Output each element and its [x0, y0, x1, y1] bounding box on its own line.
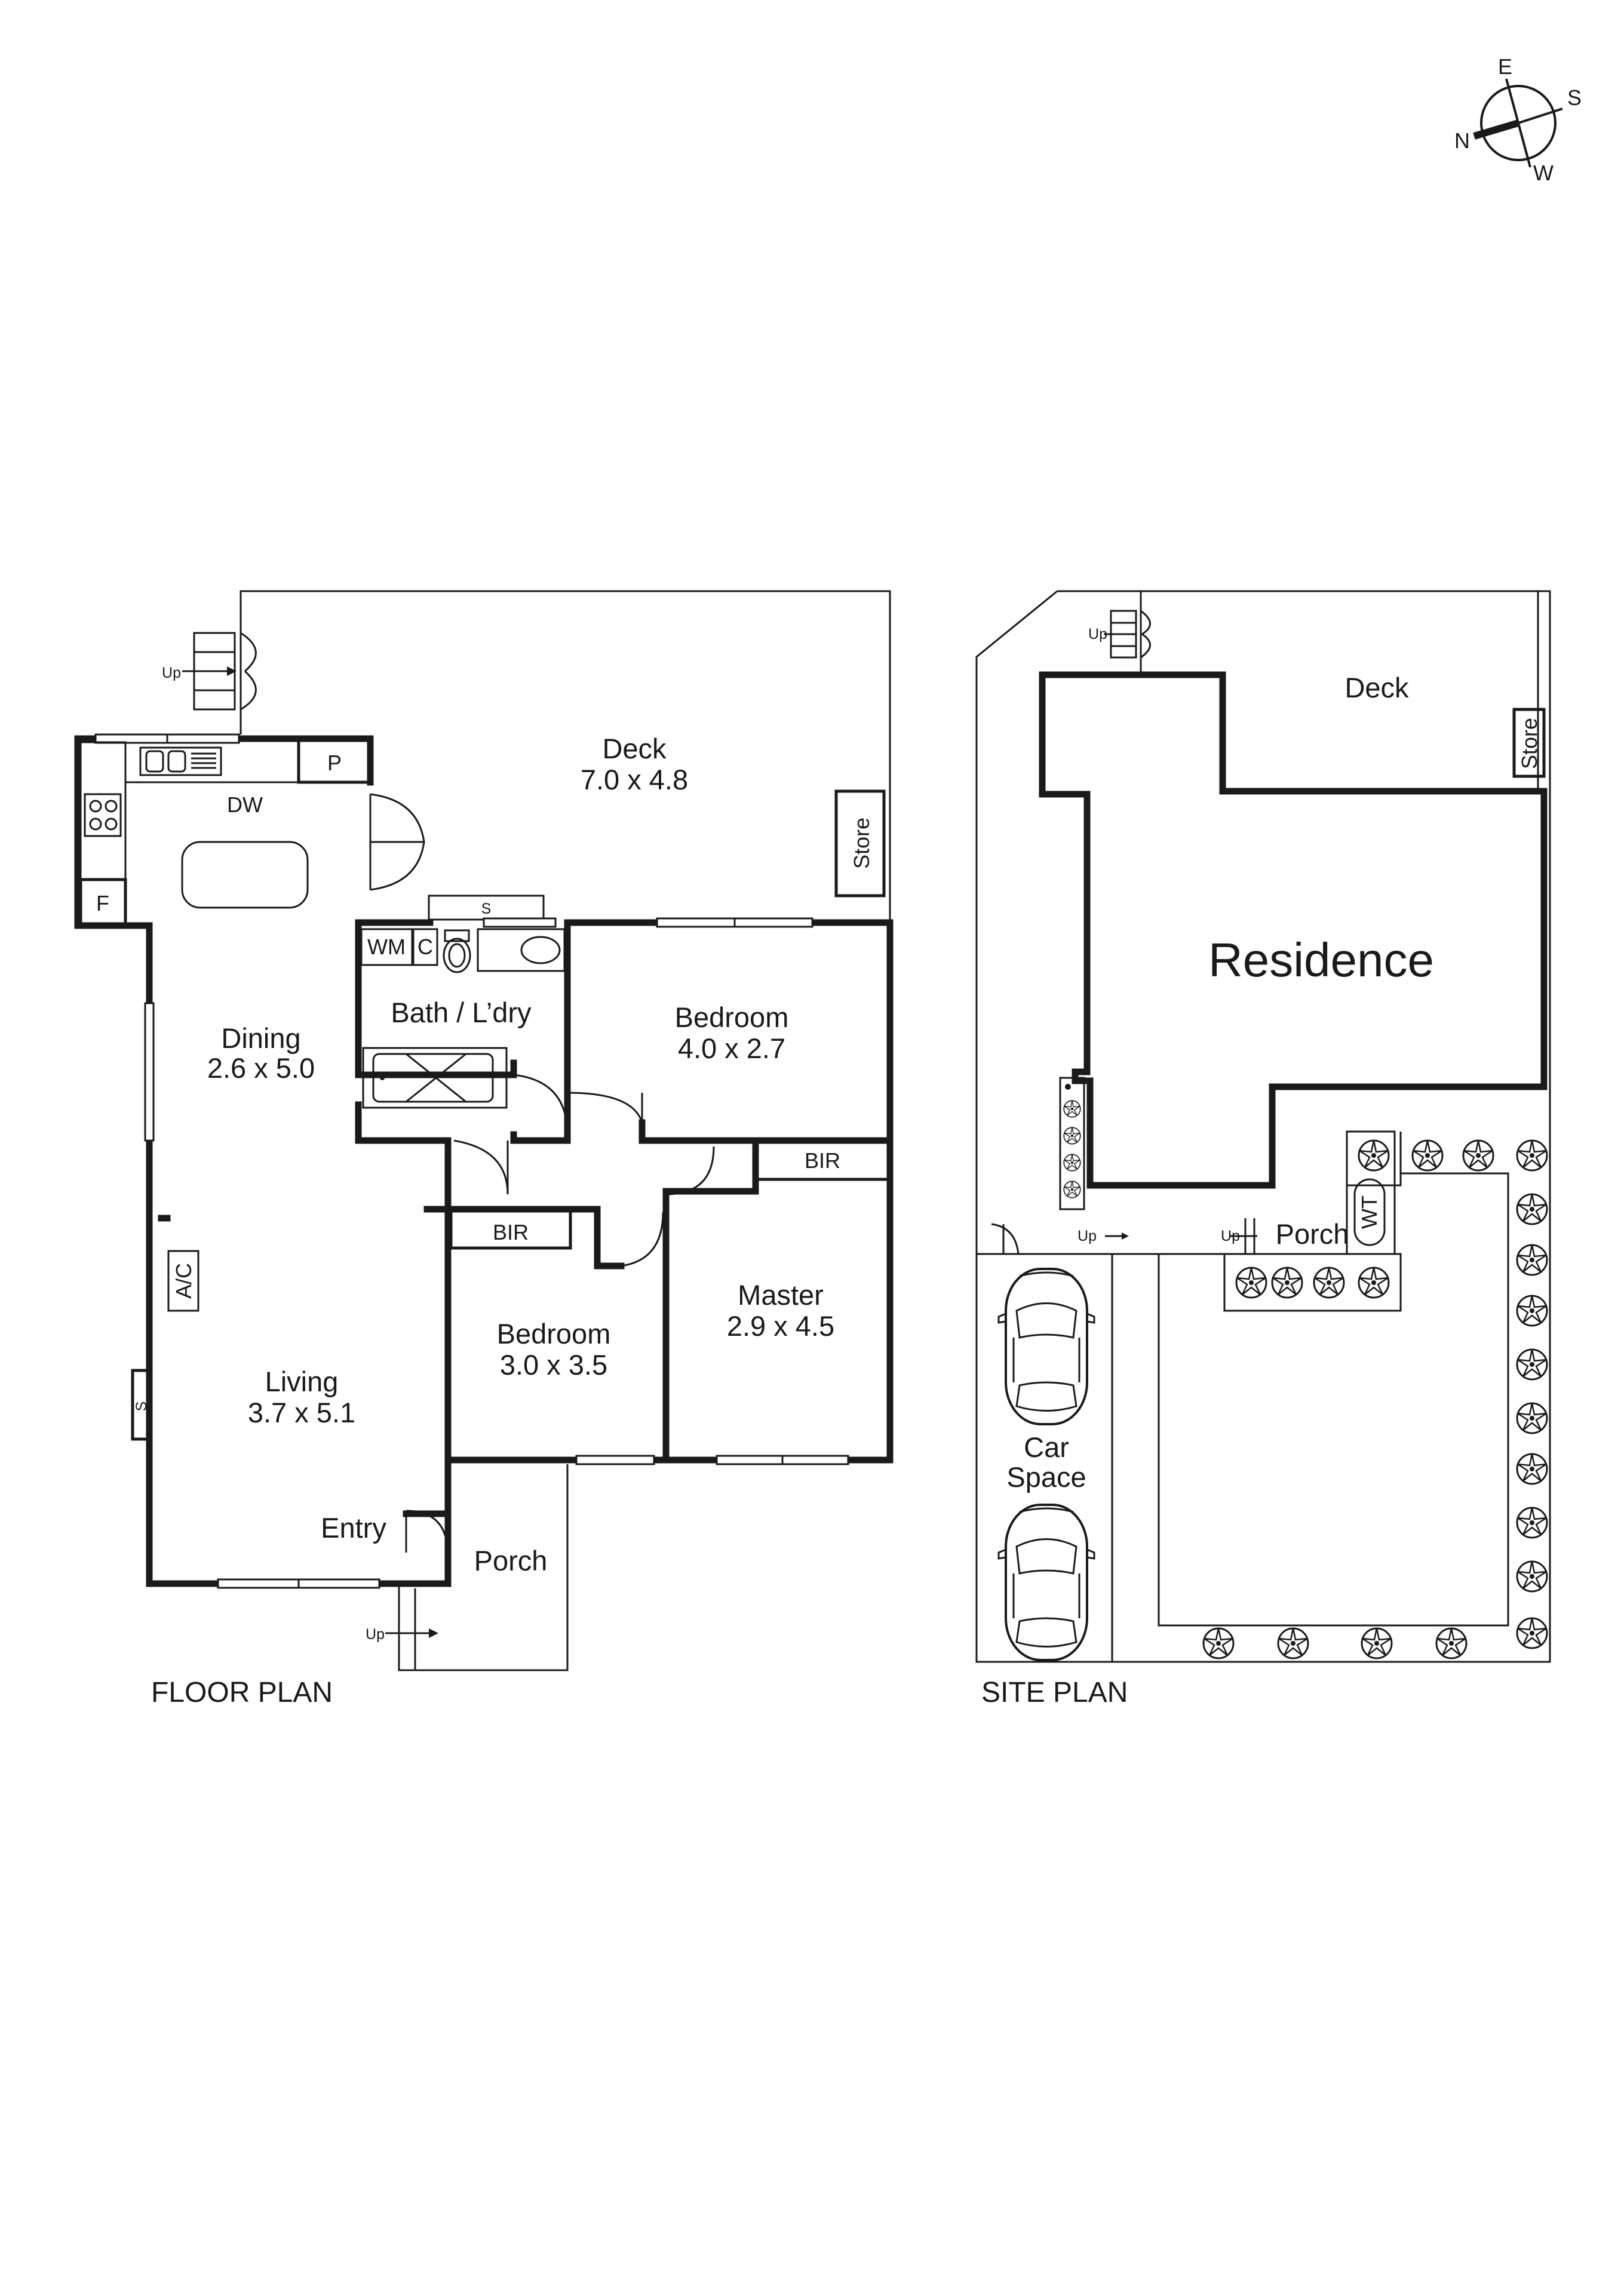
- site-plan-title: SITE PLAN: [981, 1677, 1128, 1708]
- deck-outline: [240, 590, 891, 923]
- dishwasher-label: DW: [227, 792, 263, 817]
- basin: [477, 928, 566, 972]
- site-plan: Up Residence Store Deck WT Porch Up: [975, 590, 1551, 1708]
- compass: N E S W: [1454, 54, 1582, 185]
- deck-s-label: S: [481, 900, 492, 917]
- compass-e: E: [1498, 54, 1512, 79]
- bath-window: [483, 917, 557, 928]
- deck-name: Deck: [602, 733, 667, 764]
- porch-up-label: Up: [366, 1626, 385, 1643]
- bath-name: Bath / L’dry: [391, 997, 532, 1028]
- porch-garden-bed: [1223, 1253, 1402, 1312]
- store-deck: [834, 789, 886, 898]
- pantry-label: P: [327, 751, 342, 775]
- bedroom2-bir-label: BIR: [493, 1220, 529, 1244]
- car-space-line2: Space: [1006, 1461, 1086, 1493]
- dining-window: [144, 1002, 155, 1142]
- site-up-label-3: Up: [1077, 1228, 1097, 1244]
- living-dims: 3.7 x 5.1: [248, 1397, 355, 1428]
- kitchen-sink: [139, 746, 222, 776]
- bedroom1-dims: 4.0 x 2.7: [678, 1032, 785, 1064]
- water-tank: [1353, 1178, 1386, 1246]
- car-space-line1: Car: [1024, 1431, 1069, 1463]
- ac-unit: [167, 1250, 199, 1312]
- bathtub: [362, 1047, 508, 1109]
- porch-outline: [398, 1464, 569, 1671]
- living-s-box: [131, 1369, 152, 1441]
- master-dims: 2.9 x 4.5: [727, 1310, 834, 1342]
- bedroom1-name: Bedroom: [675, 1001, 789, 1033]
- porch-steps: [385, 1588, 438, 1670]
- cupboard-c-label: C: [417, 935, 433, 959]
- site-boundary: [975, 590, 1551, 1663]
- compass-n: N: [1454, 128, 1470, 153]
- site-up-label-1: Up: [1088, 626, 1107, 643]
- bedroom2-window: [575, 1455, 655, 1465]
- compass-ns-needle-light: [1518, 107, 1563, 124]
- deck-double-doors: [369, 793, 425, 891]
- bath-walls: [355, 919, 571, 1138]
- bedroom2-name: Bedroom: [497, 1318, 611, 1350]
- pantry: [297, 739, 372, 784]
- washing-machine: [360, 928, 413, 966]
- porch-name: Porch: [474, 1545, 548, 1576]
- residence-label: Residence: [1208, 933, 1434, 986]
- floor-plan: Up F DW: [74, 590, 894, 1708]
- water-tank-label: WT: [1357, 1195, 1382, 1229]
- master-name: Master: [738, 1279, 824, 1311]
- site-porch-steps: [1230, 1218, 1257, 1254]
- floor-plan-title: FLOOR PLAN: [151, 1677, 333, 1708]
- compass-north-needle: [1473, 119, 1519, 140]
- deck-steps: [182, 632, 257, 711]
- site-store-label: Store: [1517, 718, 1542, 769]
- site-steps: [1104, 610, 1151, 659]
- kitchen-counter: [79, 741, 127, 881]
- residence-planter: [1059, 1077, 1085, 1210]
- car-1: [997, 1268, 1095, 1425]
- bath-door: [513, 1074, 569, 1135]
- living-name: Living: [265, 1366, 339, 1397]
- island-bench: [181, 841, 309, 909]
- bedroom2-door: [621, 1212, 664, 1267]
- site-porch-label: Porch: [1276, 1218, 1349, 1250]
- fridge-label: F: [96, 891, 109, 915]
- toilet: [443, 929, 471, 973]
- compass-s: S: [1567, 85, 1582, 110]
- yard-boundary: [1158, 1172, 1509, 1627]
- living-s-label: S: [133, 1401, 150, 1412]
- dining-dims: 2.6 x 5.0: [207, 1052, 315, 1084]
- hall-walls: [355, 1101, 894, 1144]
- bedroom1-door: [567, 1092, 643, 1123]
- deck-dims: 7.0 x 4.8: [581, 764, 688, 795]
- entry-name: Entry: [321, 1512, 386, 1544]
- compass-w: W: [1533, 161, 1554, 185]
- store-deck-label: Store: [849, 817, 874, 869]
- site-store: [1512, 708, 1546, 778]
- washing-machine-label: WM: [367, 935, 406, 959]
- fridge: [79, 878, 127, 927]
- master-door: [665, 1146, 715, 1195]
- hall-door: [453, 1139, 509, 1195]
- bedroom2-dims: 3.0 x 3.5: [500, 1349, 607, 1381]
- site-up-label-2: Up: [1221, 1228, 1240, 1244]
- car-2: [997, 1504, 1095, 1661]
- master-bir-label: BIR: [805, 1148, 840, 1173]
- deck-up-label: Up: [162, 665, 181, 681]
- ac-label: A/C: [171, 1263, 196, 1299]
- site-deck-label: Deck: [1344, 672, 1409, 703]
- residence-outline: [1039, 671, 1548, 1189]
- dining-name: Dining: [221, 1022, 300, 1054]
- cupboard-c: [412, 928, 438, 966]
- master-walls: [594, 1137, 759, 1464]
- entry-door: [405, 1510, 449, 1556]
- cooktop: [84, 793, 122, 837]
